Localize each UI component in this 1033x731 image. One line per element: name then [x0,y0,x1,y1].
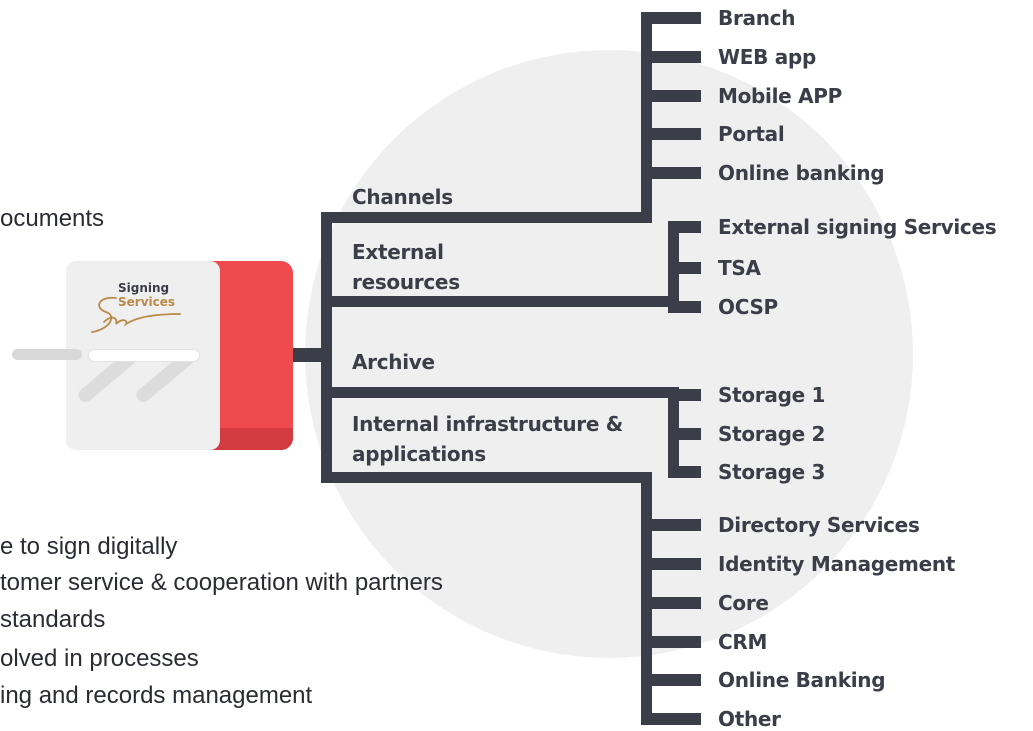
leaf-web-app: WEB app [718,45,816,69]
leaf-tsa: TSA [718,256,761,280]
signature-icon [91,296,181,333]
left-text-sign-digitally: e to sign digitally [0,533,178,560]
leaf-crm: CRM [718,630,768,654]
channel-stub-3 [641,90,701,102]
internal-hbar [321,472,652,483]
logo-text-signing: Signing [118,281,170,295]
channel-stub-1 [641,12,701,24]
internal-stub-6 [641,713,701,725]
device-pin-left [12,349,82,360]
leaf-storage-3: Storage 3 [718,460,826,484]
external-hbar [321,296,679,307]
leaf-portal: Portal [718,122,785,146]
external-stub-3 [668,301,701,313]
logo-text-services: Services [118,295,176,309]
group-label-external-1: External [352,240,444,264]
leaf-storage-2: Storage 2 [718,422,826,446]
device-red-shadow [200,428,293,450]
group-label-internal-2: applications [352,442,486,466]
archive-stub-1 [668,389,701,401]
group-label-internal-1: Internal infrastructure & [352,412,623,436]
internal-stub-4 [641,636,701,648]
external-stub-2 [668,262,701,274]
leaf-core: Core [718,591,769,615]
leaf-other: Other [718,707,781,731]
left-text-records: ing and records management [0,682,313,709]
internal-stub-1 [641,519,701,531]
leaf-mobile-app: Mobile APP [718,84,842,108]
leaf-ocsp: OCSP [718,295,778,319]
left-text-processes: olved in processes [0,645,199,672]
group-label-archive: Archive [352,350,435,374]
external-stub-1 [668,221,701,233]
internal-stub-2 [641,558,701,570]
group-label-channels: Channels [352,185,453,209]
channel-stub-5 [641,167,701,179]
channels-hbar [321,212,652,223]
archive-stub-2 [668,428,701,440]
leaf-online-banking: Online Banking [718,668,886,692]
archive-stub-3 [668,466,701,478]
leaf-online-banking-channel: Online banking [718,161,885,185]
channels-vbar [641,12,652,223]
channel-stub-2 [641,51,701,63]
leaf-storage-1: Storage 1 [718,383,826,407]
channel-stub-4 [641,128,701,140]
internal-stub-5 [641,674,701,686]
connector-device-trunk [293,348,323,362]
left-text-standards: standards [0,606,106,633]
device-pin-right [88,349,200,362]
leaf-directory-services: Directory Services [718,513,920,537]
archive-hbar [321,387,679,398]
internal-stub-3 [641,597,701,609]
left-text-customer-service: tomer service & cooperation with partner… [0,569,443,596]
left-text-documents: ocuments [0,205,105,232]
group-label-external-2: resources [352,270,460,294]
leaf-external-signing: External signing Services [718,215,997,239]
leaf-branch: Branch [718,6,796,30]
leaf-identity-management: Identity Management [718,552,956,576]
background-circle [305,50,913,658]
trunk-vertical [321,212,332,483]
